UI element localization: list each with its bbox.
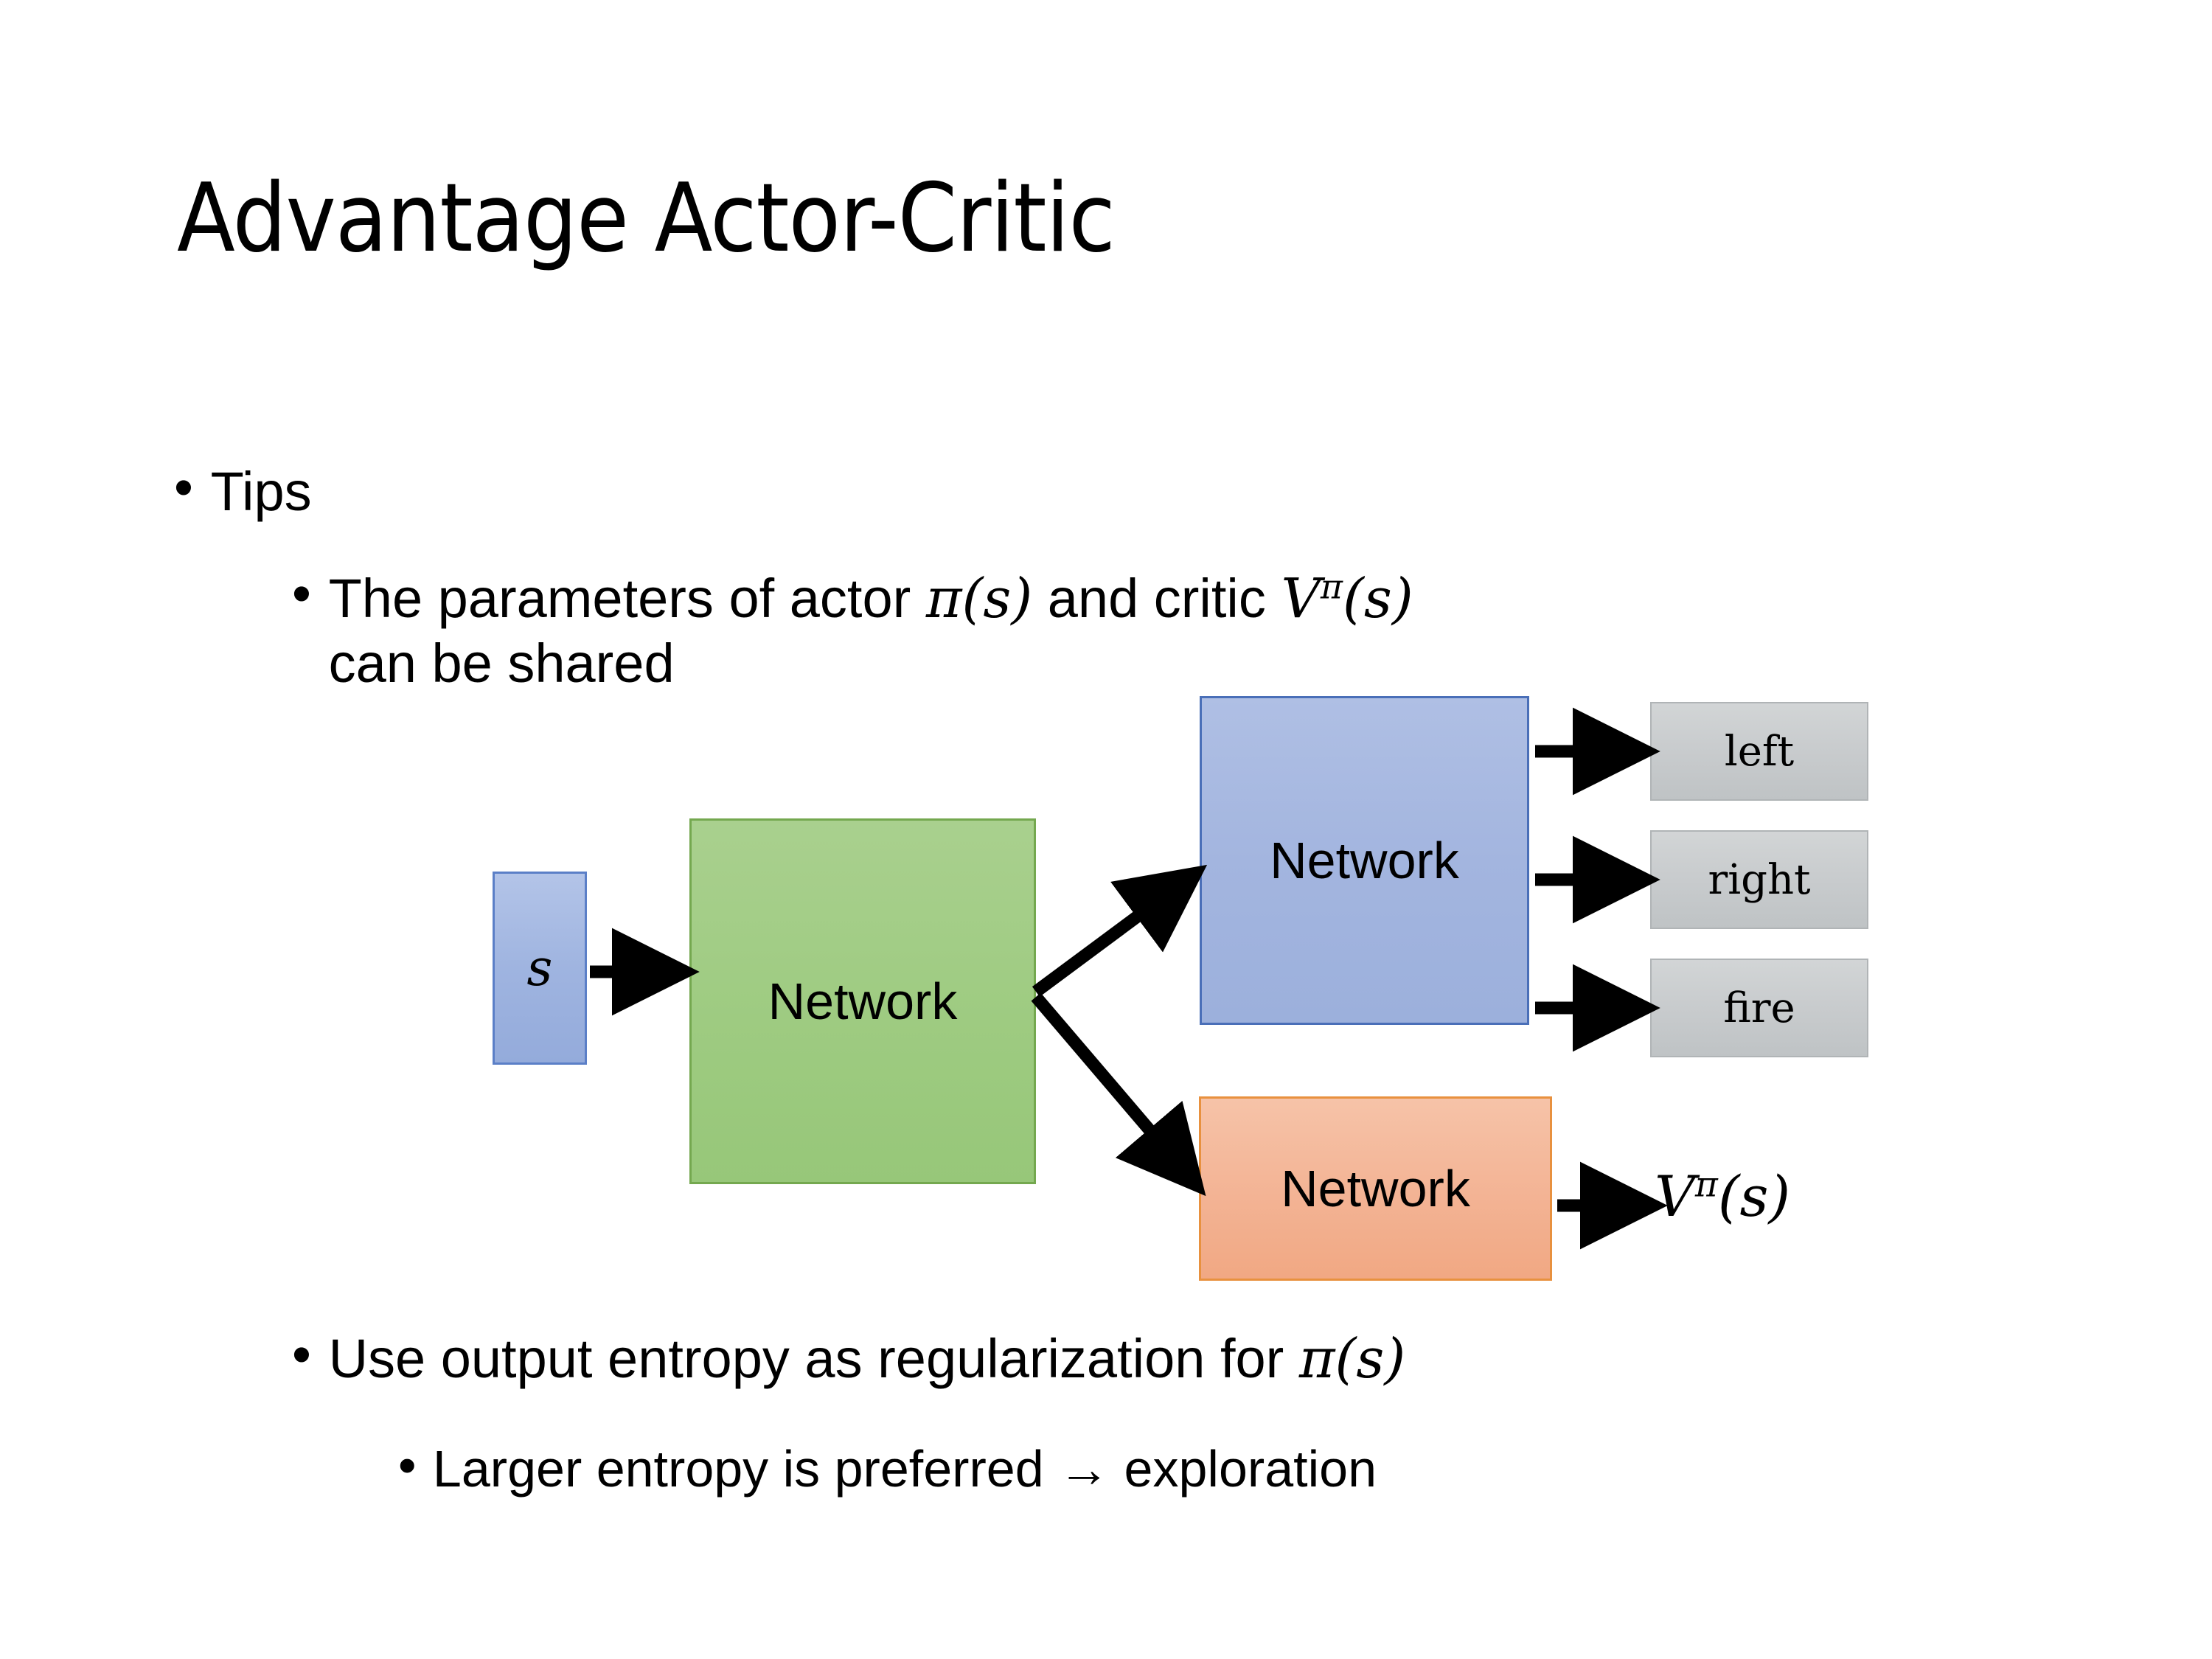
- page-title: Advantage Actor-Critic: [177, 164, 1116, 274]
- params-prefix: The parameters of actor: [328, 568, 926, 629]
- bullet-marker-icon: •: [174, 456, 193, 518]
- bullet-larger-entropy: • Larger entropy is preferred → explorat…: [398, 1439, 1377, 1498]
- actor-network-box: Network: [1200, 696, 1529, 1025]
- bullet-marker-icon: •: [292, 1324, 311, 1385]
- value-symbol-superscript: π: [1320, 566, 1343, 607]
- arrow-shared-to-actor: [1032, 864, 1208, 997]
- bullet-entropy-text: Use output entropy as regularization for…: [329, 1327, 1406, 1391]
- input-state-box: s: [493, 872, 587, 1065]
- value-output-superscript: π: [1694, 1164, 1718, 1206]
- policy-symbol-pi: π(s): [925, 567, 1033, 630]
- action-box-right: right: [1650, 830, 1868, 929]
- bullet-larger-entropy-label: Larger entropy is preferred → exploratio…: [432, 1440, 1377, 1498]
- action-box-left: left: [1650, 702, 1868, 801]
- value-symbol-argument: (s): [1343, 567, 1413, 630]
- action-box-fire: fire: [1650, 959, 1868, 1057]
- bullet-entropy-regularization: • Use output entropy as regularization f…: [292, 1327, 1405, 1391]
- bullet-marker-icon: •: [292, 563, 311, 624]
- bullet-tips: • Tips: [174, 460, 312, 523]
- value-output-label: Vπ(s): [1655, 1164, 1790, 1229]
- entropy-prefix: Use output entropy as regularization for: [328, 1328, 1299, 1389]
- value-output-argument: (s): [1717, 1164, 1791, 1229]
- policy-symbol-pi: π(s): [1298, 1327, 1406, 1391]
- value-symbol-v: V: [1281, 567, 1321, 630]
- critic-network-box: Network: [1199, 1096, 1552, 1281]
- bullet-shared-parameters: • The parameters of actor π(s) and criti…: [292, 566, 2069, 696]
- bullet-tips-label: Tips: [210, 461, 312, 522]
- params-line2: can be shared: [328, 633, 675, 695]
- bullet-marker-icon: •: [398, 1436, 417, 1494]
- shared-network-box: Network: [689, 818, 1036, 1184]
- value-output-symbol: V: [1655, 1164, 1695, 1229]
- params-mid: and critic: [1032, 568, 1281, 629]
- bullet-shared-parameters-text: The parameters of actor π(s) and critic …: [329, 566, 2069, 696]
- arrow-shared-to-critic: [1031, 992, 1206, 1197]
